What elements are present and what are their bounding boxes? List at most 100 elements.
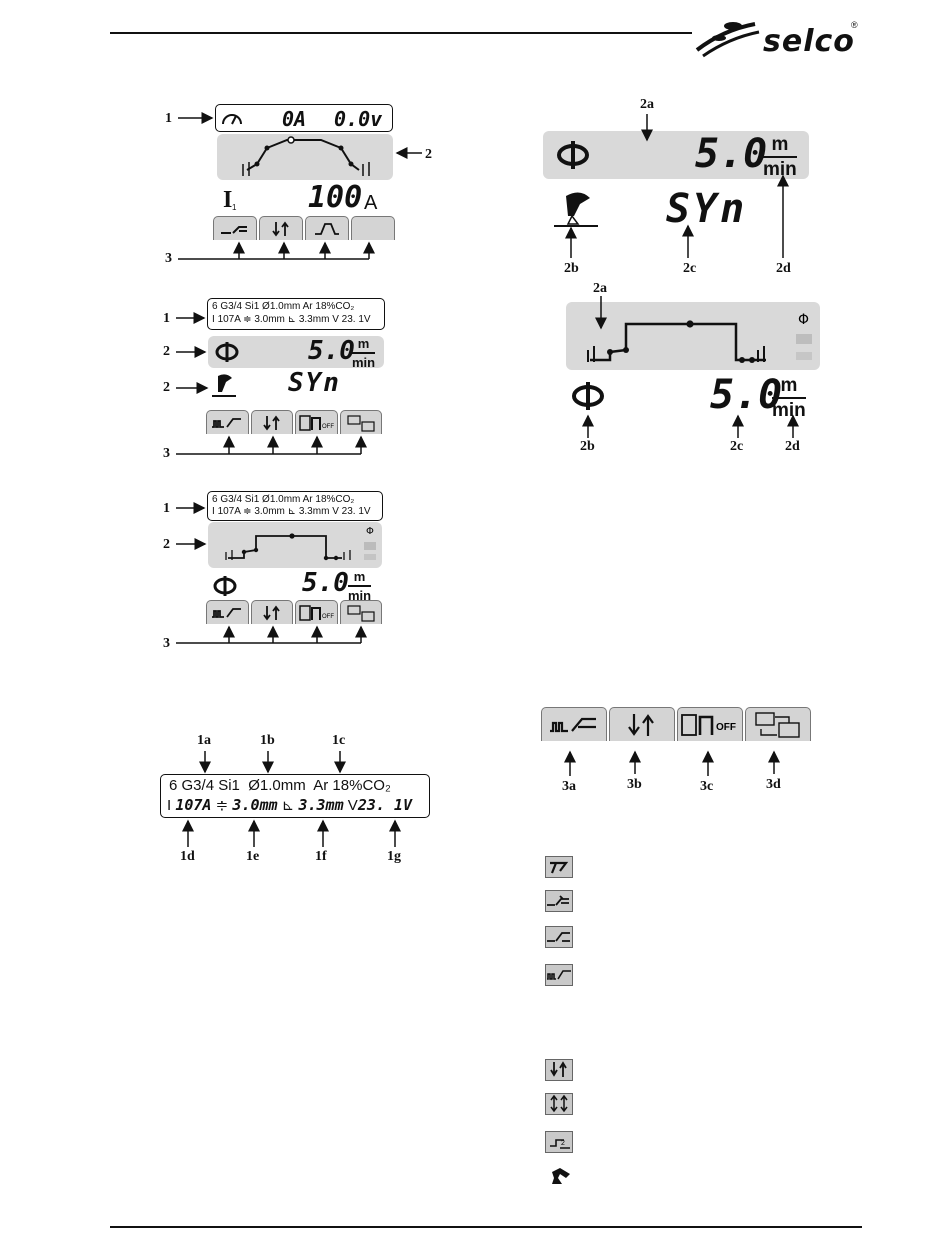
- fig3-fillet-val: 3.3mm: [298, 506, 330, 517]
- fig1-softkeys: [213, 216, 395, 240]
- fig3-softkey-cycle[interactable]: OFF: [295, 600, 338, 624]
- fig2-softkey-cycle[interactable]: OFF: [295, 410, 338, 434]
- fig5-arrows: [565, 114, 789, 258]
- pulse-torch-icon: [212, 417, 242, 428]
- pulse-torch-icon: [545, 964, 573, 986]
- fig7-softkey-process[interactable]: [541, 707, 607, 741]
- fig1-param-value: 100: [308, 180, 363, 215]
- menu-icon: [347, 604, 375, 622]
- fig3-softkey-trigger[interactable]: [250, 600, 293, 624]
- 2t-icon: [263, 415, 280, 430]
- fig1-softkey-trigger[interactable]: [259, 216, 303, 240]
- fig3-wire-speed-icon: [213, 576, 237, 596]
- fig2-thk-val: 3.0mm: [254, 314, 285, 325]
- fig7-softkey-menu[interactable]: [745, 707, 811, 741]
- fig2-arrows: [176, 312, 367, 455]
- fig3-softkey-menu[interactable]: [339, 600, 382, 624]
- fig2-softkey-menu[interactable]: [339, 410, 382, 434]
- fig2-softkey-process[interactable]: [206, 410, 249, 434]
- 2t-icon: [272, 221, 289, 236]
- fig7-arrows: [564, 750, 780, 776]
- fig1-voltage: 0.0v: [334, 107, 383, 131]
- fig1-softkey-process[interactable]: [213, 216, 257, 240]
- fig7-softkey-cycle[interactable]: OFF: [677, 707, 743, 741]
- fig7-softkeys: OFF: [541, 707, 811, 741]
- manual-torch-icon: [545, 890, 573, 912]
- fig3-material: G3/4 Si1: [220, 494, 260, 505]
- fig1-callout-3: 3: [165, 251, 172, 266]
- bilevel-icon: 2: [545, 1131, 573, 1153]
- fig4-callout-1g: 1g: [387, 849, 401, 864]
- fig5-mode: SYn: [666, 186, 748, 232]
- fig2-softkey-trigger[interactable]: [250, 410, 293, 434]
- fig1-param-unit: A: [364, 192, 378, 214]
- fig6-callout-2a: 2a: [593, 281, 607, 296]
- fig7-callout-3c: 3c: [700, 779, 714, 794]
- double-pulse-icon: OFF: [299, 414, 334, 431]
- fig4-thk-val: 3.0mm: [232, 796, 278, 814]
- fig2-callout-3: 3: [163, 446, 170, 461]
- fig4-prog: 6: [169, 777, 178, 794]
- fig3-i-val: 107A: [217, 506, 241, 517]
- fig2-fillet-icon: ⊾: [287, 314, 297, 325]
- fig5-speed-value: 5.0: [695, 131, 768, 177]
- fig4-wire: Ø1.0mm: [248, 777, 306, 794]
- fig2-i-val: 107A: [217, 314, 241, 325]
- fig6-weld-cycle-graph: Φ: [587, 312, 812, 363]
- fig3-softkeys: OFF: [206, 600, 382, 624]
- fig1-softkey-empty[interactable]: [351, 216, 395, 240]
- fig3-prog: 6: [212, 494, 218, 505]
- cycle-icon: [315, 222, 339, 235]
- selco-logo: selco ®: [693, 16, 863, 60]
- fig5-callout-2c: 2c: [683, 261, 697, 276]
- fig6-callout-2d: 2d: [785, 439, 800, 454]
- fig1-arrows: [178, 112, 422, 260]
- gauge-icon: [222, 114, 242, 125]
- fig4-i-label: I: [167, 797, 172, 814]
- fig2-fillet-val: 3.3mm: [298, 314, 330, 325]
- fig5-wire-speed-icon: [557, 141, 589, 169]
- fig6-wire-speed-icon: [572, 382, 604, 410]
- fig2-callout-2a: 2: [163, 344, 170, 359]
- robot-icon: [548, 1164, 574, 1190]
- fig7-off-label: OFF: [716, 722, 736, 733]
- fig3-fillet-icon: ⊾: [287, 506, 297, 517]
- fig4-callout-1b: 1b: [260, 733, 275, 748]
- fig4-callout-1d: 1d: [180, 849, 195, 864]
- fig3-unit-top: m: [353, 569, 366, 584]
- 2t-icon: [263, 605, 280, 620]
- fig4-callout-1a: 1a: [197, 733, 211, 748]
- fig3-callout-3: 3: [163, 636, 170, 651]
- fig6-speed-value: 5.0: [710, 372, 783, 418]
- selco-swoosh-icon: [695, 22, 760, 58]
- fig3-v-val: 23. 1V: [341, 506, 371, 517]
- 2t-icon: [545, 1059, 573, 1081]
- fig3-arrows: [176, 502, 367, 644]
- fig3-info-bar: 6 G3/4 Si1 Ø1.0mm Ar 18%CO₂ I 107A ≑ 3.0…: [207, 491, 383, 521]
- fig1-param-sub: 1: [232, 203, 237, 212]
- 2t-icon: [628, 713, 654, 736]
- fig1-softkey-cycle[interactable]: [305, 216, 349, 240]
- torch-icon: [545, 856, 573, 878]
- fig2-callout-2b: 2: [163, 380, 170, 395]
- fig3-unit-bottom: min: [348, 588, 372, 603]
- fig2-v-val: 23. 1V: [341, 314, 371, 325]
- fig1-display: 0A 0.0v I 1 100 A 1 2 3: [0, 0, 475, 270]
- fig3-softkey-process[interactable]: [206, 600, 249, 624]
- fig1-param-symbol: I: [223, 187, 233, 213]
- svg-text:OFF: OFF: [322, 614, 334, 620]
- brand-name: selco: [763, 24, 855, 59]
- fig3-wire: Ø1.0mm: [262, 494, 301, 505]
- fig2-callout-1: 1: [163, 311, 170, 326]
- fig2-thk-icon: ≑: [243, 314, 252, 325]
- fig3-callout-2: 2: [163, 537, 170, 552]
- svg-text:2: 2: [561, 1140, 565, 1147]
- fig3-speed-value: 5.0: [302, 568, 349, 598]
- fig4-thk-icon: ≑: [215, 797, 229, 814]
- fig5-callout-2b: 2b: [564, 261, 579, 276]
- fig3-weld-cycle-graph: Φ: [225, 526, 376, 561]
- fig7-softkey-trigger[interactable]: [609, 707, 675, 741]
